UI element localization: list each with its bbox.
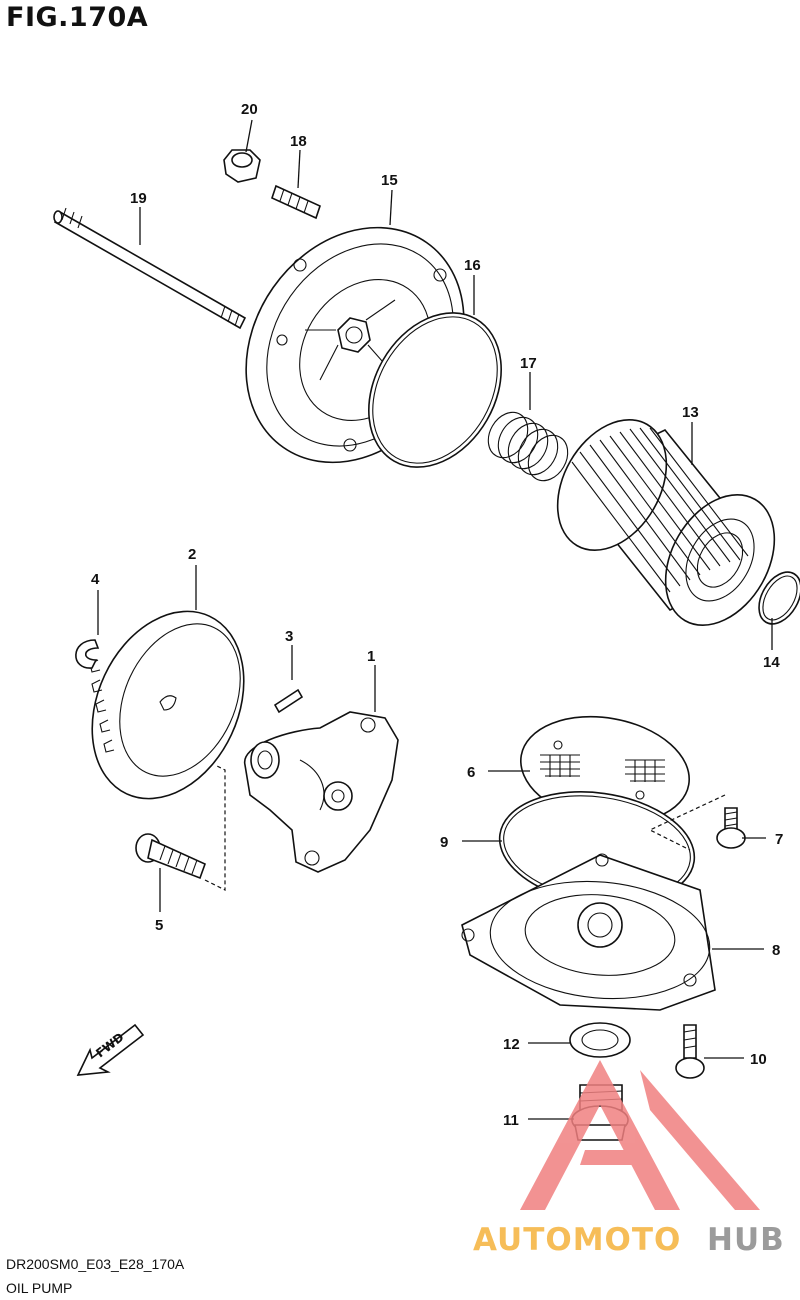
part-7-screw <box>716 807 746 849</box>
watermark-text-automoto: AUTOMOTO <box>473 1222 681 1258</box>
part-13-oil-filter <box>556 419 776 626</box>
callout-9: 9 <box>440 834 448 851</box>
part-18-screw <box>271 184 321 220</box>
callout-1: 1 <box>367 648 375 665</box>
part-17-spring <box>487 411 569 482</box>
callout-4: 4 <box>91 571 100 588</box>
callout-17: 17 <box>520 355 537 372</box>
callout-10: 10 <box>750 1051 767 1068</box>
part-19-stud <box>53 207 247 330</box>
callout-19: 19 <box>130 190 147 207</box>
figure-code: DR200SM0_E03_E28_170A <box>6 1256 185 1272</box>
dashline-bolt-5 <box>204 764 226 891</box>
part-14-o-ring <box>758 571 800 625</box>
part-20-nut <box>223 149 261 183</box>
part-16-o-ring <box>368 312 502 468</box>
callout-2: 2 <box>188 546 196 563</box>
callout-3: 3 <box>285 628 293 645</box>
part-12-washer <box>569 1022 631 1058</box>
callout-15: 15 <box>381 172 398 189</box>
watermark-text-hub: HUB <box>707 1222 785 1258</box>
figure-name: OIL PUMP <box>6 1280 73 1296</box>
callout-13: 13 <box>682 404 699 421</box>
part-3-pin <box>273 688 304 714</box>
part-1-oil-pump <box>244 711 399 873</box>
part-10-bolt <box>675 1024 705 1079</box>
part-8-cap-cover <box>461 853 716 1011</box>
callout-labels: 1 2 3 4 5 6 7 8 9 10 11 12 13 14 15 16 1… <box>91 101 783 1129</box>
callout-12: 12 <box>503 1036 520 1053</box>
callout-18: 18 <box>290 133 307 150</box>
leader-lines <box>97 119 773 1120</box>
callout-8: 8 <box>772 942 780 959</box>
callout-7: 7 <box>775 831 783 848</box>
callout-14: 14 <box>763 654 780 671</box>
callout-11: 11 <box>503 1112 519 1129</box>
callout-16: 16 <box>464 257 481 274</box>
figure-title: FIG.170A <box>6 2 149 33</box>
part-5-bolt <box>135 833 207 880</box>
part-2-gear <box>89 610 245 800</box>
callout-5: 5 <box>155 917 163 934</box>
fwd-direction-arrow: FWD <box>76 1023 145 1076</box>
part-4-circlip <box>75 639 100 669</box>
dashline-screw-7 <box>648 794 726 851</box>
callout-20: 20 <box>241 101 258 118</box>
callout-6: 6 <box>467 764 475 781</box>
watermark-logo: AUTOMOTO HUB <box>473 1060 785 1258</box>
